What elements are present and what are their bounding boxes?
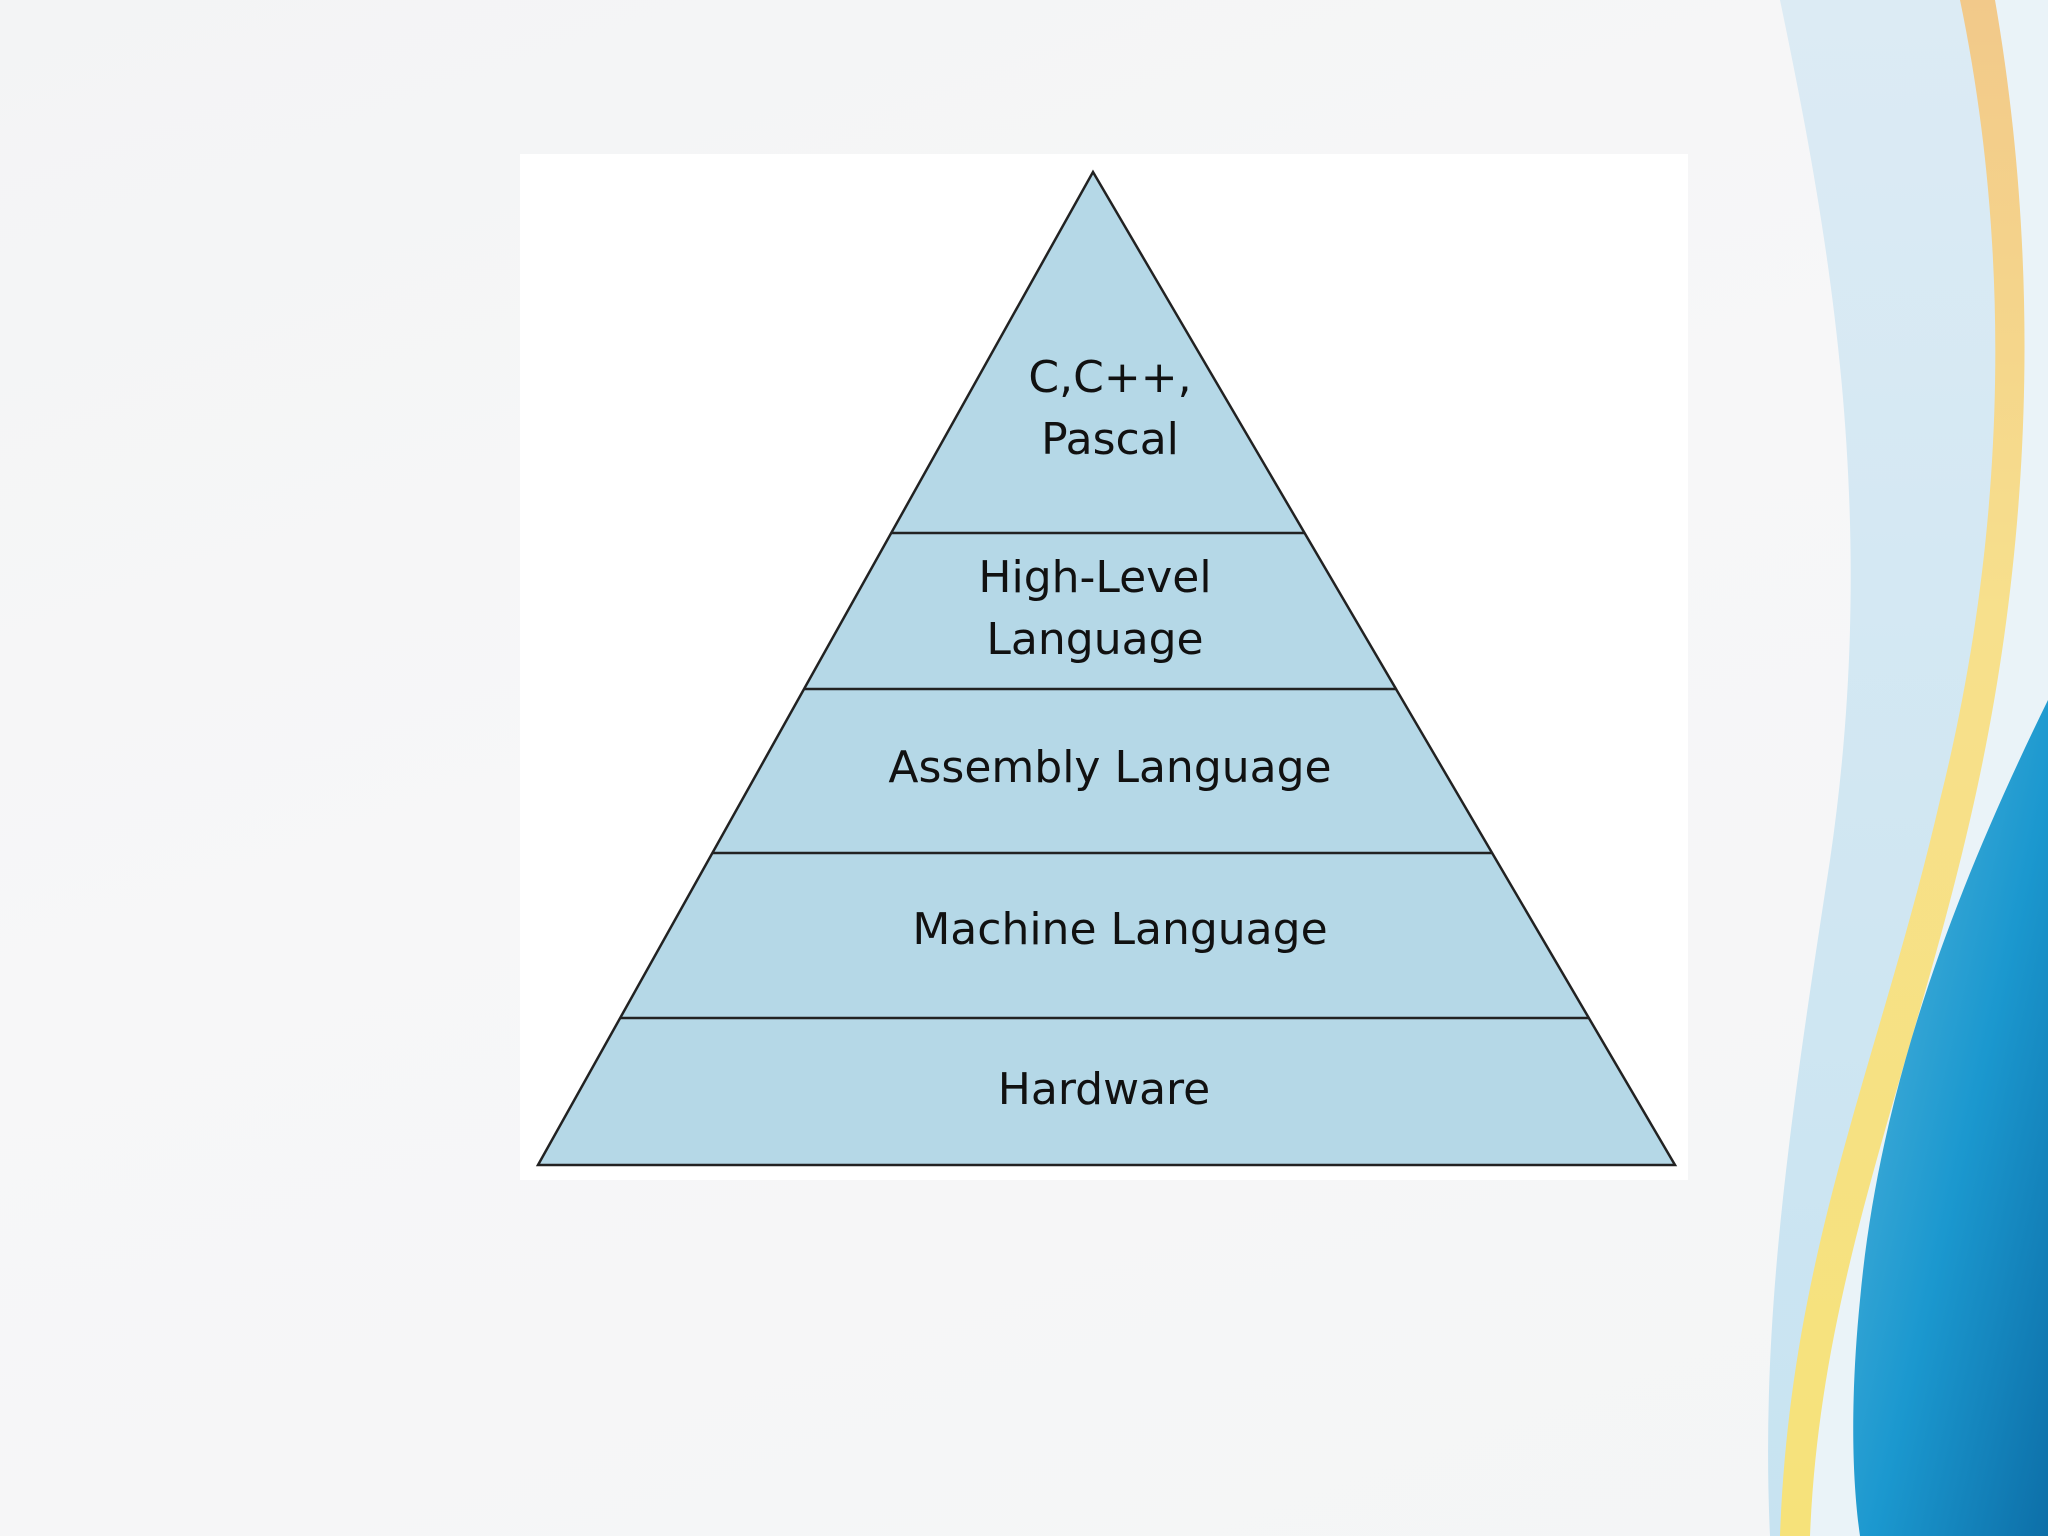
pyramid-layer-1: C,C++, Pascal — [1028, 352, 1191, 465]
layer-label: Machine Language — [912, 904, 1327, 955]
wave-blue — [1853, 700, 2048, 1536]
layer-label: High-Level — [978, 552, 1211, 603]
pyramid-layer-3: Assembly Language — [888, 742, 1331, 793]
layer-label: C,C++, — [1028, 352, 1191, 403]
layer-label: Hardware — [998, 1064, 1210, 1115]
decorative-wave — [1768, 0, 2048, 1536]
pyramid-layer-5: Hardware — [998, 1064, 1210, 1115]
pyramid-outline — [535, 169, 1678, 1167]
layer-label: Assembly Language — [888, 742, 1331, 793]
layer-label: Pascal — [1041, 414, 1179, 465]
layer-label: Language — [986, 614, 1203, 665]
pyramid-layer-4: Machine Language — [912, 904, 1327, 955]
